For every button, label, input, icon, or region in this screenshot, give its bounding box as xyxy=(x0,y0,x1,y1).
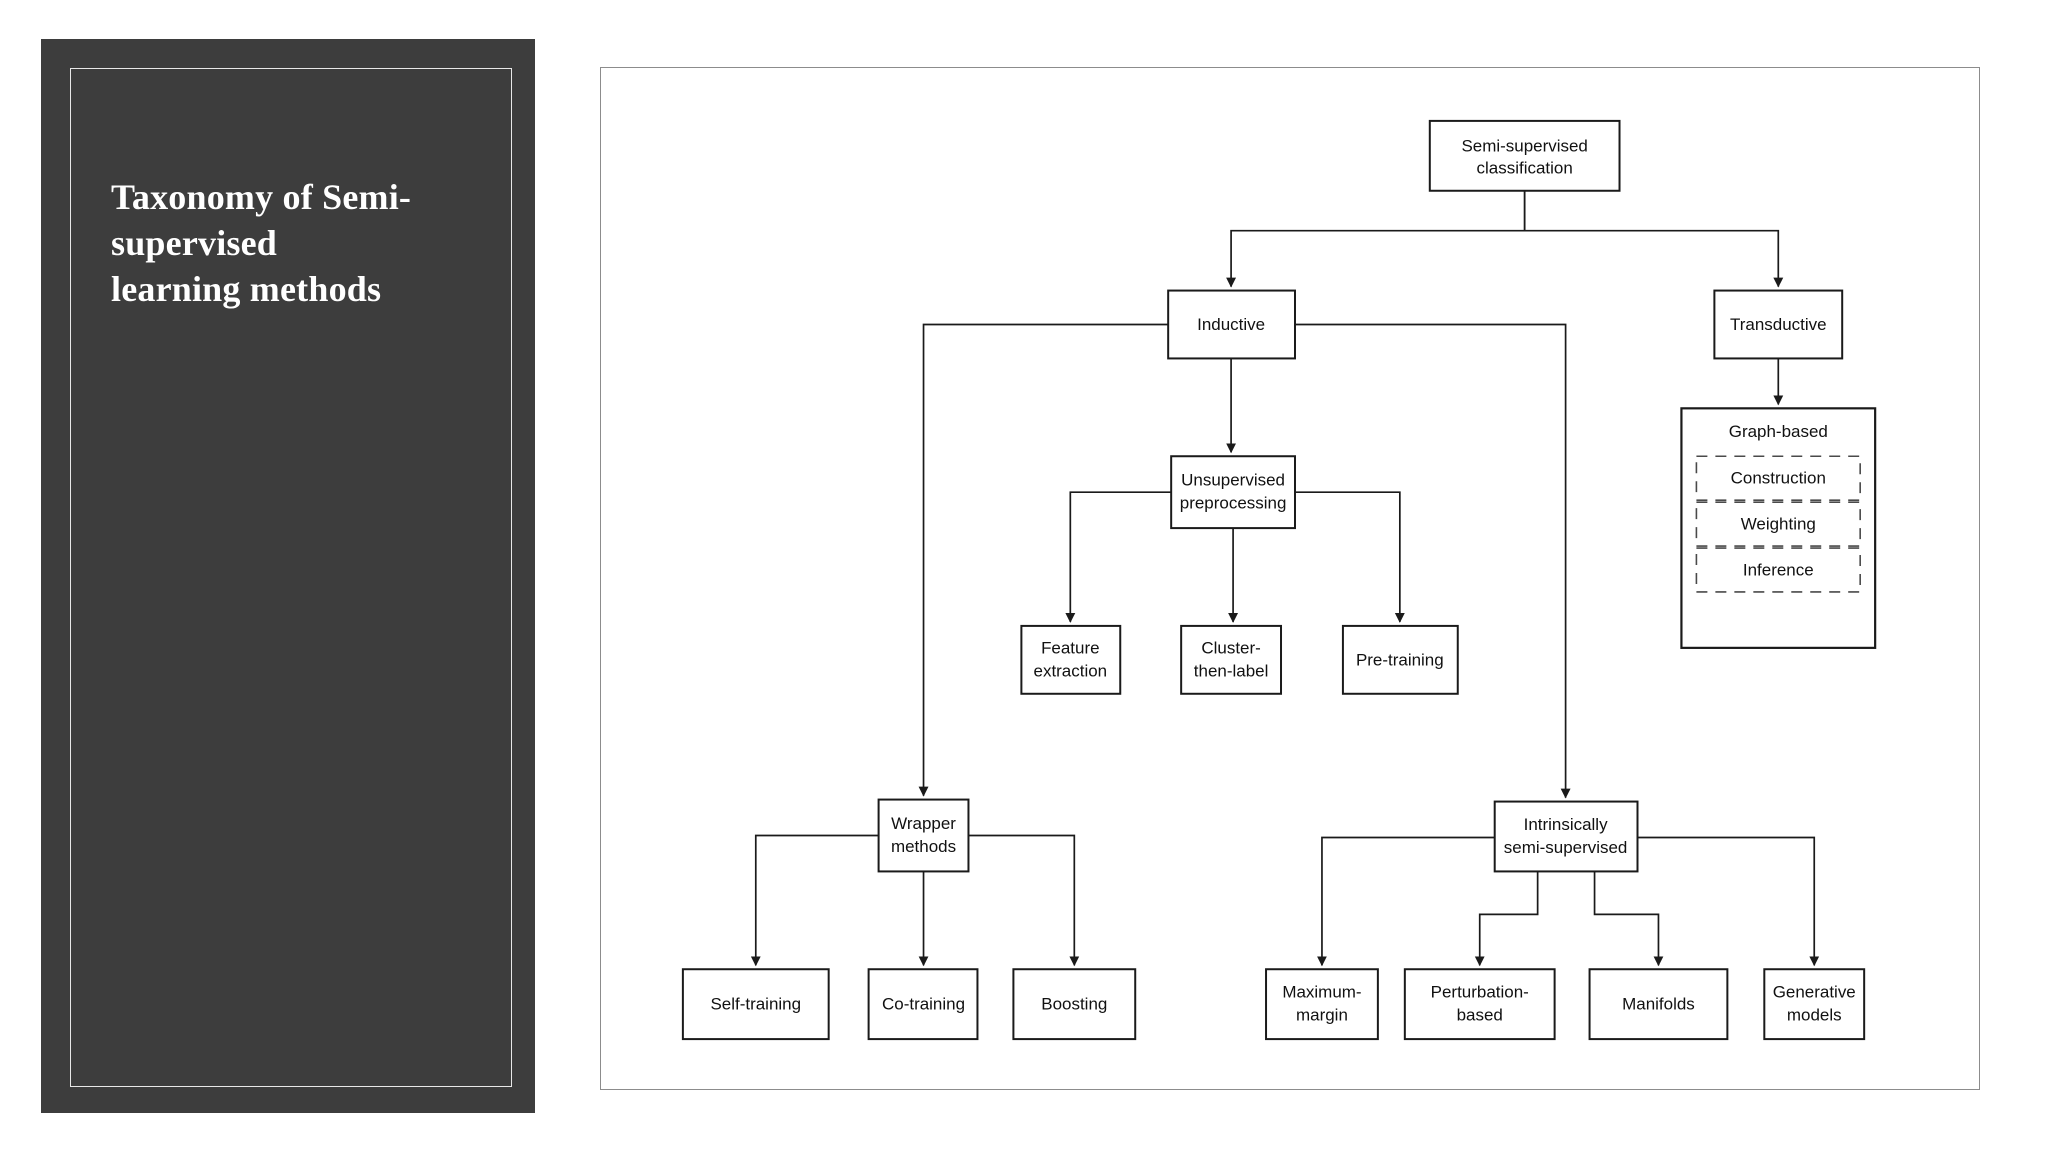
node-label-wrapper-line1: Wrapper xyxy=(891,814,956,833)
node-label-generative-line1: Generative xyxy=(1773,983,1856,1002)
node-label-feature-line2: extraction xyxy=(1034,661,1108,680)
node-generative-models[interactable]: Generative models xyxy=(1763,968,1866,1041)
node-inductive[interactable]: Inductive xyxy=(1167,289,1296,360)
node-label-root-line2: classification xyxy=(1477,158,1573,177)
group-label-graph-based: Graph-based xyxy=(1729,422,1828,441)
node-feature-extraction[interactable]: Feature extraction xyxy=(1020,624,1122,695)
node-pre-training[interactable]: Pre-training xyxy=(1341,624,1459,695)
edge-intrinsic-to-maximum-margin xyxy=(1317,836,1495,967)
title-panel-inner-border xyxy=(70,68,512,1087)
node-label-maxmargin-line1: Maximum- xyxy=(1282,983,1361,1002)
node-maximum-margin[interactable]: Maximum- margin xyxy=(1265,968,1379,1041)
edge-intrinsic-to-perturbation-based xyxy=(1474,871,1539,967)
group-item-label-weighting: Weighting xyxy=(1741,515,1816,534)
node-label-unsup-line1: Unsupervised xyxy=(1181,471,1285,490)
node-perturbation-based[interactable]: Perturbation- based xyxy=(1403,968,1556,1041)
node-co-training[interactable]: Co-training xyxy=(867,968,979,1041)
node-label-cluster-line2: then-label xyxy=(1194,661,1269,680)
node-label-intrinsic-line2: semi-supervised xyxy=(1504,838,1628,857)
edge-wrapper-to-self-training xyxy=(750,834,879,967)
edge-unsupervised-to-feature xyxy=(1065,491,1172,623)
node-label-maxmargin-line2: margin xyxy=(1296,1006,1348,1025)
edge-intrinsic-to-manifolds xyxy=(1593,871,1664,967)
node-label-perturbation-line1: Perturbation- xyxy=(1431,983,1529,1002)
edge-unsupervised-to-pretraining xyxy=(1294,491,1405,623)
node-cluster-then-label[interactable]: Cluster- then-label xyxy=(1180,624,1283,695)
node-manifolds[interactable]: Manifolds xyxy=(1588,968,1729,1041)
node-label-inductive: Inductive xyxy=(1197,315,1265,334)
group-item-weighting[interactable]: Weighting xyxy=(1695,501,1861,547)
group-item-label-inference: Inference xyxy=(1743,561,1814,580)
node-label-manifolds: Manifolds xyxy=(1622,995,1695,1014)
page-title: Taxonomy of Semi- supervised learning me… xyxy=(111,177,412,310)
taxonomy-tree-diagram: Semi-supervised classification Inductive… xyxy=(681,119,1877,1041)
node-transductive[interactable]: Transductive xyxy=(1713,289,1844,360)
edge-layer xyxy=(750,190,1820,967)
node-label-generative-line2: models xyxy=(1787,1006,1842,1025)
node-label-self-training: Self-training xyxy=(710,995,801,1014)
node-label-cluster-line1: Cluster- xyxy=(1201,638,1260,657)
node-label-wrapper-line2: methods xyxy=(891,837,956,856)
group-graph-based[interactable]: Graph-based Construction Weighting Infer… xyxy=(1680,407,1877,649)
title-panel: Taxonomy of Semi- supervised learning me… xyxy=(41,39,535,1113)
node-boosting[interactable]: Boosting xyxy=(1012,968,1137,1041)
node-label-perturbation-line2: based xyxy=(1457,1006,1503,1025)
node-unsupervised-preprocessing[interactable]: Unsupervised preprocessing xyxy=(1170,455,1296,530)
group-item-construction[interactable]: Construction xyxy=(1695,455,1861,501)
edge-intrinsic-to-generative-models xyxy=(1637,836,1820,967)
node-label-boosting: Boosting xyxy=(1041,995,1107,1014)
node-label-pre-training: Pre-training xyxy=(1356,650,1444,669)
edge-inductive-to-intrinsic xyxy=(1294,323,1571,799)
node-label-root-line1: Semi-supervised xyxy=(1461,136,1587,155)
diagram-panel: Semi-supervised classification Inductive… xyxy=(600,67,1980,1090)
edge-root-to-transductive xyxy=(1523,190,1784,288)
node-label-co-training: Co-training xyxy=(882,995,965,1014)
node-layer: Semi-supervised classification Inductive… xyxy=(681,119,1877,1041)
node-label-intrinsic-line1: Intrinsically xyxy=(1524,815,1608,834)
edge-wrapper-to-boosting xyxy=(968,834,1080,967)
node-intrinsically-semi-supervised[interactable]: Intrinsically semi-supervised xyxy=(1493,800,1639,873)
edge-inductive-to-wrapper xyxy=(918,323,1169,797)
edge-root-to-inductive xyxy=(1226,190,1526,288)
node-label-transductive: Transductive xyxy=(1730,315,1827,334)
group-item-inference[interactable]: Inference xyxy=(1695,547,1861,593)
node-self-training[interactable]: Self-training xyxy=(681,968,830,1041)
node-wrapper-methods[interactable]: Wrapper methods xyxy=(877,798,970,873)
node-label-feature-line1: Feature xyxy=(1041,638,1099,657)
group-item-label-construction: Construction xyxy=(1731,469,1826,488)
node-label-unsup-line2: preprocessing xyxy=(1180,494,1287,513)
node-semi-supervised-classification[interactable]: Semi-supervised classification xyxy=(1428,119,1621,192)
